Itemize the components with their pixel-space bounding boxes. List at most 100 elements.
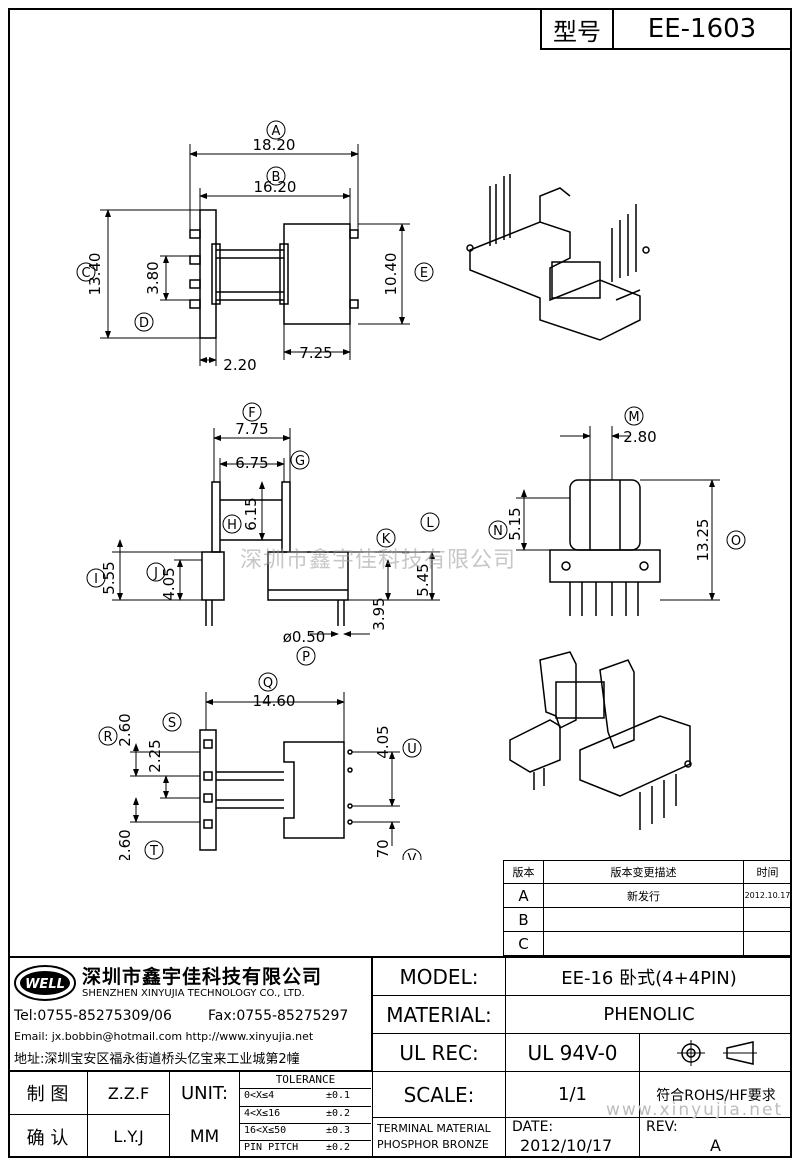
ulrec-label: UL REC: — [373, 1034, 506, 1072]
watermark-url: www.xinyujia.net — [606, 1100, 784, 1120]
rev-row-a-desc: 新发行 — [543, 884, 743, 908]
confirmed-by-label: 确 认 — [8, 1115, 88, 1158]
dim-M-value: 2.80 — [623, 428, 656, 446]
svg-text:Q: Q — [263, 676, 273, 691]
callout-B: B — [266, 166, 286, 186]
svg-text:D: D — [139, 316, 149, 331]
dim-G-value: 6.75 — [235, 454, 268, 472]
v1-flange-left — [199, 209, 217, 339]
company-name-cn: 深圳市鑫宇佳科技有限公司 — [82, 966, 323, 988]
unit-label: UNIT: — [170, 1072, 240, 1115]
rev-row-b-desc — [543, 908, 743, 932]
date-label: DATE: — [512, 1119, 554, 1135]
rev-label: REV: — [646, 1119, 678, 1135]
rev-row-c-desc — [543, 932, 743, 956]
company-email: Email: jx.bobbin@hotmail.com http://www.… — [14, 1030, 314, 1043]
svg-text:U: U — [407, 742, 417, 757]
callout-R: R — [98, 726, 118, 746]
callout-D: D — [134, 312, 154, 332]
unit-value: MM — [170, 1115, 240, 1158]
title-block-divider — [8, 956, 792, 958]
callout-J: J — [146, 562, 166, 582]
callout-T: T — [144, 840, 164, 860]
callout-O: O — [726, 530, 746, 550]
svg-text:B: B — [272, 170, 281, 185]
svg-text:J: J — [153, 566, 158, 581]
dim-L-value: 5.45 — [414, 563, 432, 596]
rev-cell: REV: A — [640, 1118, 792, 1158]
confirmed-by-value: L.Y.J — [88, 1115, 170, 1158]
company-fax: Fax:0755-85275297 — [208, 1008, 349, 1024]
model-label: MODEL: — [373, 958, 506, 996]
callout-L: L — [420, 512, 440, 532]
dim-J-value: 4.05 — [160, 567, 178, 600]
callout-U: U — [402, 738, 422, 758]
rev-header-time: 时间 — [743, 860, 792, 884]
svg-text:O: O — [731, 534, 741, 549]
tol-range-2: 4<X≤16 — [244, 1108, 281, 1119]
svg-text:A: A — [272, 124, 281, 139]
rev-row-a-date: 2012.10.17 — [743, 884, 792, 908]
v2-flange — [201, 551, 225, 601]
signoff-divider — [8, 1070, 373, 1072]
callout-C: C — [76, 262, 96, 282]
callout-F: F — [242, 402, 262, 422]
dim-K-value: 3.95 — [370, 597, 388, 630]
drawing-frame — [8, 8, 792, 1158]
callout-S: S — [162, 712, 182, 732]
tol-range-1: 0<X≤4 — [244, 1090, 275, 1101]
model-header-label: 型号 — [542, 10, 614, 48]
v1-core-right — [283, 223, 351, 325]
dim-P-value: ø0.50 — [283, 628, 326, 646]
dim-T-value: 2.60 — [116, 829, 134, 860]
callout-I: I — [86, 568, 106, 588]
watermark-company: 深圳市鑫宇佳科技有限公司 — [240, 548, 517, 573]
svg-text:G: G — [295, 454, 305, 469]
dim-N-value: 5.15 — [506, 507, 524, 540]
tol-range-4: PIN PITCH — [244, 1142, 299, 1153]
model-header-value: EE-1603 — [647, 14, 757, 44]
dim-Q-value: 14.60 — [253, 692, 296, 710]
dim-R-value: 2.60 — [116, 713, 134, 746]
tol-range-3: 16<X≤50 — [244, 1125, 287, 1136]
svg-text:C: C — [81, 266, 90, 281]
tol-value-4: ±0.2 — [326, 1142, 351, 1153]
dim-D-value: 3.80 — [144, 261, 162, 294]
callout-E: E — [414, 262, 434, 282]
rev-row-b-version: B — [503, 908, 543, 932]
rev-header-version: 版本 — [503, 860, 543, 884]
dim-A-value: 18.20 — [253, 136, 296, 154]
rev-row-c-date — [743, 932, 792, 956]
third-angle-projection-icon — [677, 1039, 757, 1066]
svg-text:M: M — [628, 410, 639, 425]
v4-core — [283, 741, 345, 839]
dim-U-value: 4.05 — [374, 725, 392, 758]
v4-flange — [199, 729, 217, 851]
dim-V-value: 1.70 — [374, 839, 392, 860]
dim-E-value: 10.40 — [382, 253, 400, 296]
rev-header-desc: 版本变更描述 — [543, 860, 743, 884]
svg-text:V: V — [408, 852, 417, 860]
company-panel: WELL 深圳市鑫宇佳科技有限公司 SHENZHEN XINYUJIA TECH… — [8, 958, 373, 1070]
svg-text:T: T — [149, 844, 158, 859]
svg-text:WELL: WELL — [25, 977, 65, 992]
v3-base — [549, 549, 661, 583]
tol-value-3: ±0.3 — [326, 1125, 351, 1136]
terminal-cell: TERMINAL MATERIAL PHOSPHOR BRONZE — [373, 1118, 506, 1158]
callout-H: H — [222, 514, 242, 534]
svg-text:P: P — [302, 650, 310, 665]
tol-value-2: ±0.2 — [326, 1108, 351, 1119]
svg-text:S: S — [168, 716, 176, 731]
terminal-line1: TERMINAL MATERIAL — [377, 1122, 491, 1135]
callout-K: K — [376, 528, 396, 548]
dim-S-value: 2.25 — [146, 739, 164, 772]
dim-H-value: 6.15 — [242, 497, 260, 530]
callout-P: P — [296, 646, 316, 666]
company-logo: WELL — [14, 965, 76, 1001]
tol-divider — [240, 1106, 371, 1107]
drawn-by-value: Z.Z.F — [88, 1072, 170, 1115]
rev-value: A — [710, 1136, 721, 1155]
rohs-note: 符合ROHS/HF要求 — [640, 1072, 792, 1118]
iso-view-bottom — [509, 651, 692, 830]
model-value: EE-16 卧式(4+4PIN) — [506, 958, 792, 996]
